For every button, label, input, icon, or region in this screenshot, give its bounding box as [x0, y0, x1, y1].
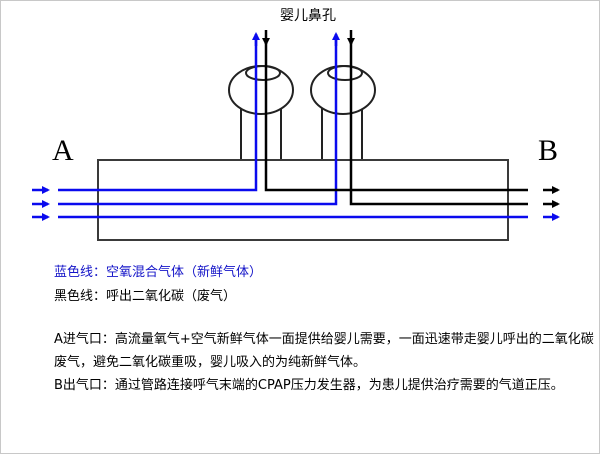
nostril-prong-left: [228, 65, 294, 160]
waste-gas-line-left-nostril: [264, 40, 528, 192]
legend-fresh-gas: 蓝色线：空氧混合气体（新鲜气体）: [54, 265, 263, 280]
outlet-label: B: [538, 134, 558, 167]
inlet-label: A: [52, 134, 74, 167]
main-pipe-body: [97, 159, 509, 241]
fresh-gas-line-right-nostril: [58, 40, 338, 206]
legend-waste-gas: 黑色线：呼出二氧化碳（废气）: [54, 289, 237, 304]
nostril-prong-right: [310, 65, 376, 160]
waste-gas-line-right-nostril: [349, 40, 528, 206]
nostril-title-text: 婴儿鼻孔: [280, 8, 336, 24]
fresh-gas-line-left-nostril: [58, 40, 258, 192]
nostril-title: 婴儿鼻孔: [0, 5, 600, 25]
inlet-description: A进气口：高流量氧气+空气新鲜气体一面提供给婴儿需要，一面迅速带走婴儿呼出的二氧…: [54, 332, 594, 370]
outlet-description: B出气口：通过管路连接呼气末端的CPAP压力发生器，为患儿提供治疗需要的气道正压…: [54, 378, 564, 393]
